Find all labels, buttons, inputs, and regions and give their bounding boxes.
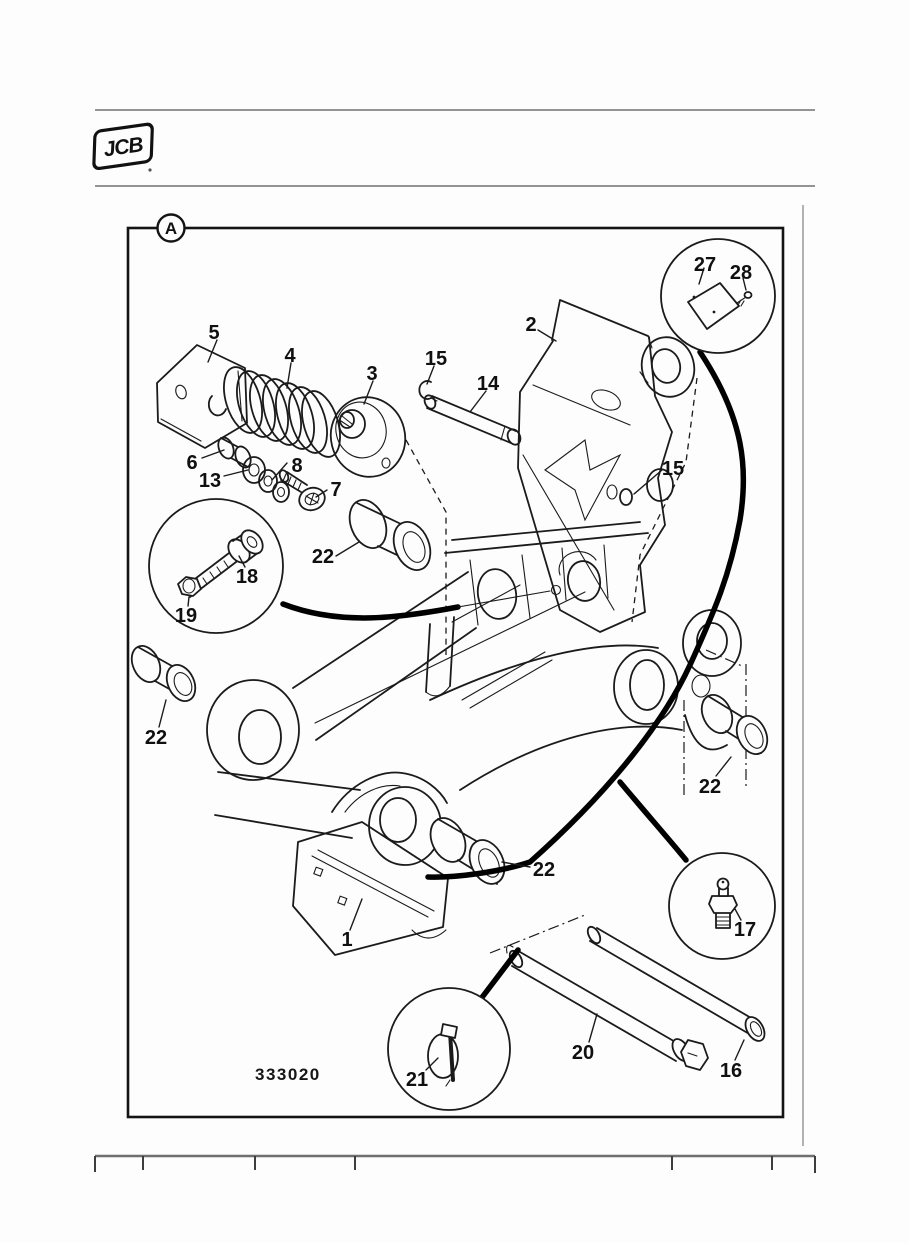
callout-1: 1: [341, 929, 352, 951]
part-5-spacer-block: [156, 344, 248, 449]
callout-22-top: 22: [312, 546, 334, 568]
callout-27: 27: [694, 254, 716, 276]
callout-labels: 5 4 3 15 14 2 27 28 6 13 8 7 22 15 18 19…: [145, 254, 756, 1091]
callout-6: 6: [186, 452, 197, 474]
callout-7: 7: [330, 479, 341, 501]
detail-circle-17: [668, 852, 776, 960]
header-rules: [95, 109, 815, 187]
part-21-lynch-pin: [427, 1023, 459, 1087]
part-7-bolt: [278, 469, 326, 512]
part-20-pin: [506, 944, 709, 1071]
callout-22-left: 22: [145, 727, 167, 749]
jcb-logo-text: JCB: [102, 133, 145, 161]
callout-5: 5: [208, 322, 219, 344]
callout-16: 16: [720, 1060, 742, 1082]
part-1-bracket: [292, 771, 449, 956]
callout-18: 18: [236, 566, 258, 588]
callout-28: 28: [730, 262, 752, 284]
jcb-logo-plate: [92, 122, 154, 171]
diagram-frame: [126, 226, 785, 1119]
part-16-pin: [586, 925, 766, 1042]
callout-21: 21: [406, 1069, 428, 1091]
detail-circle-18-19: [148, 498, 284, 634]
registered-mark-dot: [148, 168, 152, 172]
part-28-screw: [736, 291, 753, 307]
bush-22-left: [130, 645, 197, 702]
part-14-pivot-pin: [423, 394, 522, 446]
callout-13: 13: [199, 470, 221, 492]
part-27-plate: [687, 282, 740, 330]
bottom-ruler: [94, 1154, 816, 1173]
callout-19: 19: [175, 605, 197, 627]
part-2-bracket: [517, 299, 696, 633]
view-label-a: A: [156, 213, 186, 243]
callout-leaders: [158, 267, 747, 1071]
detail-circle-27-28: [660, 238, 776, 354]
callout-8: 8: [291, 455, 302, 477]
part-4-spring: [223, 366, 341, 458]
callout-15-upper: 15: [425, 348, 447, 370]
callout-22-right: 22: [699, 776, 721, 798]
part-17-grease-nipple: [708, 877, 738, 929]
callout-22-bottom: 22: [533, 859, 555, 881]
part-19-nut: [177, 576, 202, 597]
part-8-washer: [258, 469, 290, 503]
callout-3: 3: [366, 363, 377, 385]
main-weldment: [206, 521, 742, 866]
leader-curves: [280, 349, 747, 1007]
drawing-number: 333020: [255, 1065, 321, 1084]
callout-17: 17: [734, 919, 756, 941]
jcb-logo: JCB: [92, 122, 154, 171]
callout-4: 4: [284, 345, 296, 367]
part-6-bush: [217, 436, 252, 469]
detail-circle-21: [387, 987, 511, 1111]
part-18-bolt: [182, 529, 264, 598]
bush-22-right: [700, 694, 769, 755]
callout-14: 14: [477, 373, 500, 395]
part-3-spring-retainer: [329, 396, 407, 478]
callout-2: 2: [525, 314, 536, 336]
view-label-text: A: [165, 219, 177, 238]
bush-22-top: [348, 499, 432, 571]
callout-20: 20: [572, 1042, 594, 1064]
callout-15-lower: 15: [662, 458, 684, 480]
